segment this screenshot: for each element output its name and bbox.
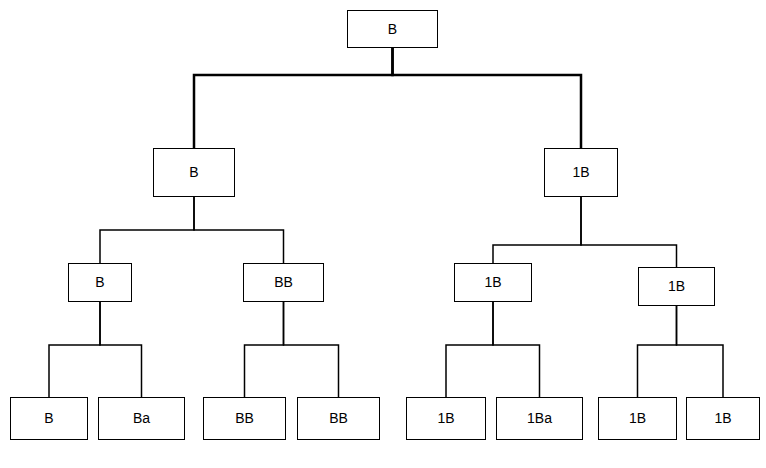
box-label: 1B xyxy=(714,410,731,427)
box-label: 1B xyxy=(668,278,685,295)
tree-box: BB xyxy=(297,397,380,440)
tree-connector xyxy=(677,306,724,397)
tree-box: 1B xyxy=(638,267,715,306)
tree-connector xyxy=(49,302,100,397)
tree-box: B xyxy=(10,397,88,440)
tree-connector xyxy=(446,302,493,397)
tree-connector xyxy=(638,306,677,397)
box-label: BB xyxy=(235,410,254,427)
box-label: BB xyxy=(274,274,293,291)
tree-connector xyxy=(194,48,393,148)
tree-box: 1B xyxy=(686,397,760,440)
tree-connector xyxy=(284,302,339,397)
tree-box: Ba xyxy=(98,397,185,440)
box-label: 1B xyxy=(484,274,501,291)
box-label: 1B xyxy=(572,164,589,181)
box-label: B xyxy=(95,274,104,291)
box-label: 1B xyxy=(629,410,646,427)
box-label: B xyxy=(189,164,198,181)
box-label: 1B xyxy=(437,410,454,427)
tree-connector xyxy=(493,197,581,263)
tree-box: 1B xyxy=(454,263,532,302)
tree-connector xyxy=(100,302,142,397)
tree-connector xyxy=(100,197,194,263)
box-label: B xyxy=(44,410,53,427)
tree-box: BB xyxy=(203,397,286,440)
tree-box: B xyxy=(68,263,132,302)
box-label: BB xyxy=(329,410,348,427)
tree-box: B xyxy=(347,10,438,48)
tree-connector xyxy=(245,302,284,397)
box-label: B xyxy=(388,21,397,38)
tree-box: 1Ba xyxy=(496,397,583,440)
tree-connector xyxy=(393,48,582,148)
tree-box: 1B xyxy=(406,397,486,440)
tree-connector xyxy=(493,302,540,397)
tree-box: BB xyxy=(243,263,324,302)
box-label: Ba xyxy=(133,410,150,427)
tree-box: 1B xyxy=(598,397,677,440)
tree-box: B xyxy=(153,148,235,197)
box-label: 1Ba xyxy=(527,410,552,427)
tree-box: 1B xyxy=(544,148,618,197)
tree-connector xyxy=(194,197,284,263)
tree-connector xyxy=(581,197,677,267)
